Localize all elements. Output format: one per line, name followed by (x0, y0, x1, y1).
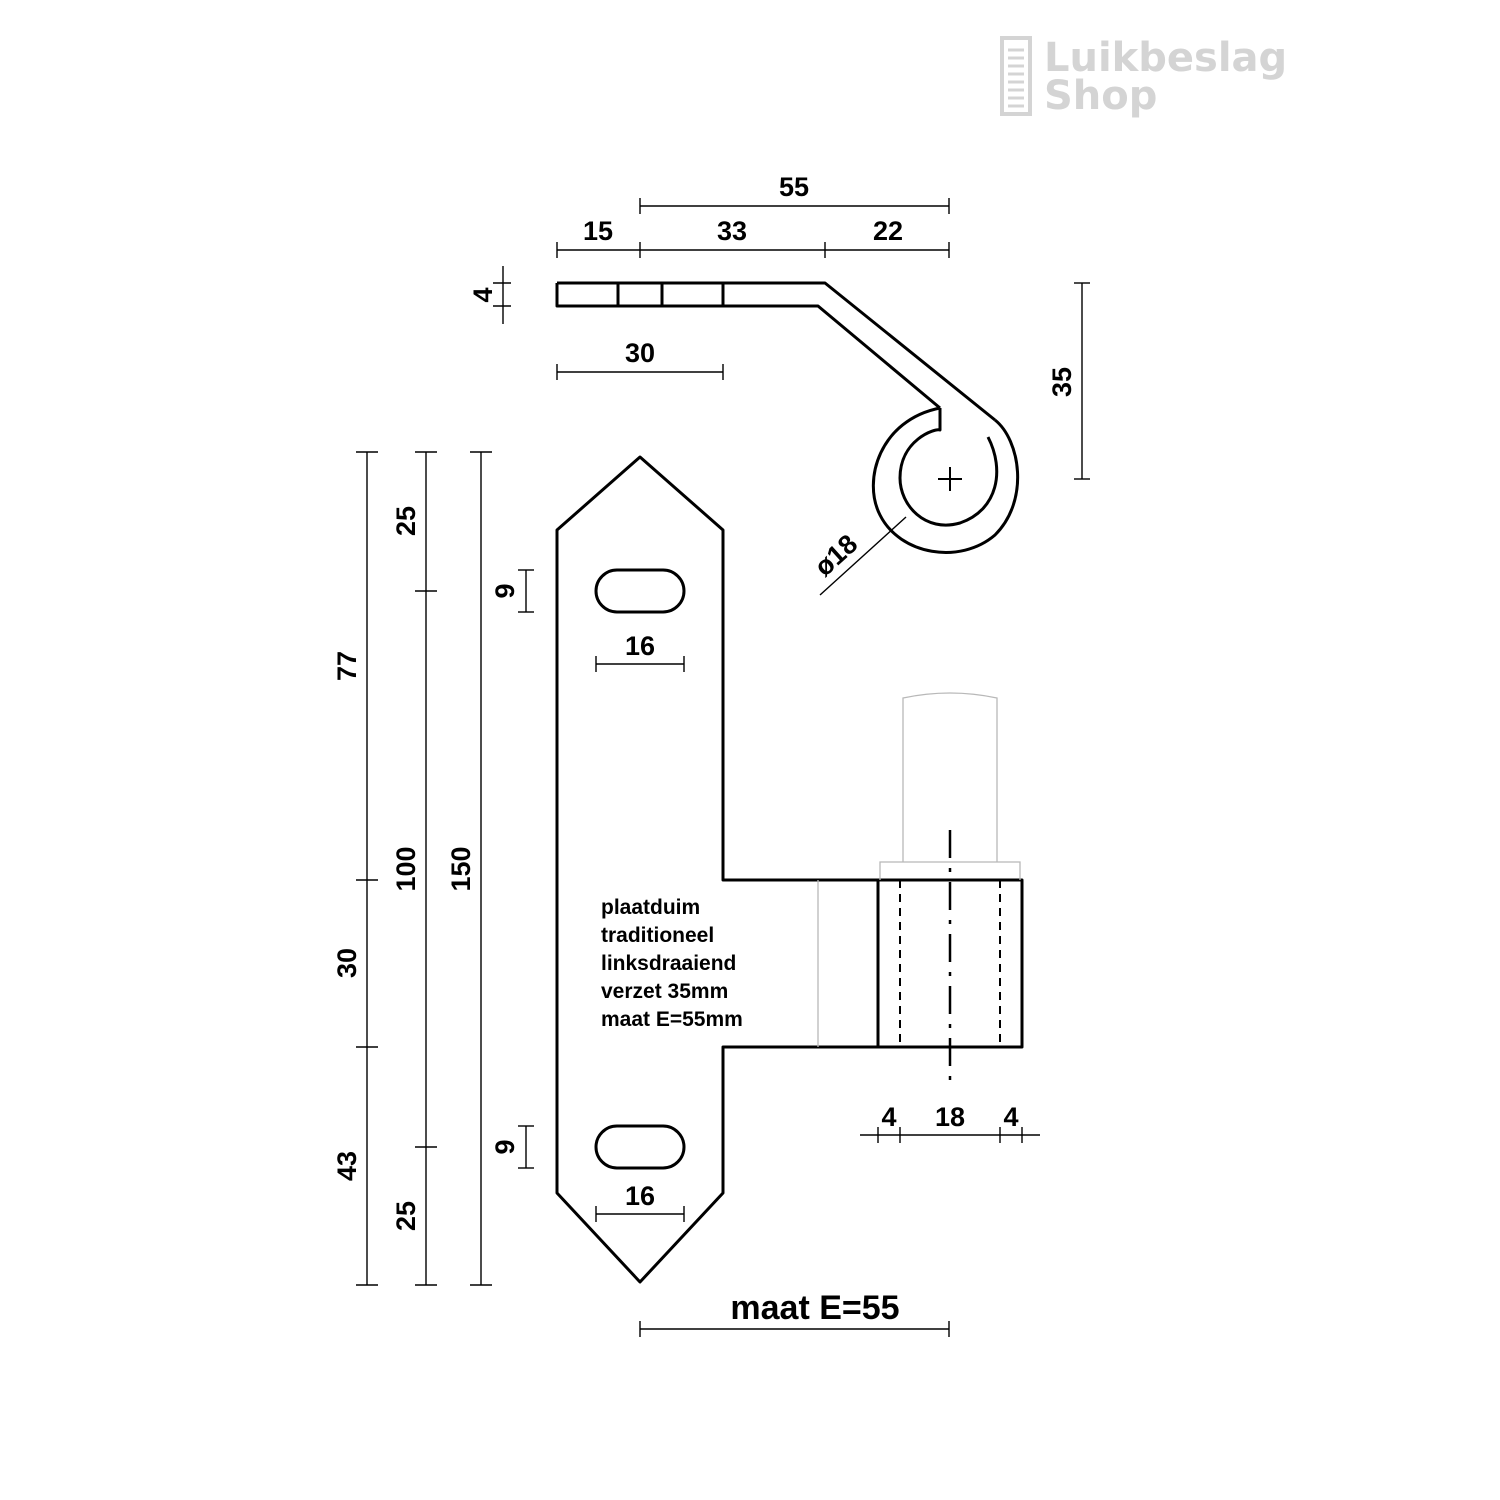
dim-top-hole: 25 (391, 506, 421, 536)
dim-middle: 33 (717, 216, 747, 246)
dim-bore: 18 (935, 1102, 965, 1132)
dim-upper: 77 (332, 651, 362, 681)
dim-right: 22 (873, 216, 903, 246)
dim-hole-span: 100 (391, 846, 421, 891)
svg-text:35: 35 (1047, 367, 1077, 397)
dim-segments: 15 33 22 (556, 216, 950, 258)
curl-outer (871, 406, 1019, 554)
top-view: 55 15 33 22 4 30 (468, 172, 1090, 596)
dim-left: 15 (583, 216, 613, 246)
description-line: maat E=55mm (601, 1008, 743, 1031)
pin-ghost-collar (879, 861, 1021, 880)
svg-text:150: 150 (446, 846, 476, 891)
dim-slot-top: 9 16 (490, 569, 685, 672)
svg-text:16: 16 (625, 1181, 655, 1211)
maat-label: maat E=55 (730, 1289, 899, 1327)
description-line: plaatduim (601, 896, 700, 919)
dim-total: 55 (639, 172, 950, 214)
description-line: verzet 35mm (601, 980, 728, 1003)
slot-bottom (594, 1124, 686, 1170)
brand-line-2: Shop (1044, 73, 1157, 119)
dim-chain-outer: 77 30 43 (332, 451, 378, 1286)
curl-inner (898, 408, 999, 527)
description-line: linksdraaiend (601, 952, 736, 975)
dim-height: 150 (446, 451, 492, 1286)
dim-diameter: ø18 (809, 516, 907, 596)
dim-flat: 30 (556, 338, 724, 380)
svg-text:55: 55 (779, 172, 809, 202)
dim-offset: 35 (1047, 282, 1090, 480)
dim-knuckle: 30 (332, 948, 362, 978)
brand-logo: Luikbeslag Shop (1000, 35, 1287, 119)
logo-icon (1000, 36, 1032, 116)
svg-text:16: 16 (625, 631, 655, 661)
pin-ghost (902, 692, 998, 862)
svg-text:9: 9 (490, 583, 520, 598)
dim-maat: maat E=55 (639, 1289, 950, 1337)
description-line: traditioneel (601, 924, 714, 947)
strip-outline (555, 281, 996, 422)
dim-wall-left: 4 (881, 1102, 896, 1132)
dim-slot-bottom: 9 16 (490, 1125, 685, 1222)
front-view: plaatduim traditioneel linksdraaiend ver… (332, 451, 1040, 1337)
svg-text:4: 4 (468, 287, 498, 302)
slot-top (594, 568, 686, 614)
dim-bottom-hole: 25 (391, 1201, 421, 1231)
dim-wall-right: 4 (1003, 1102, 1018, 1132)
plate-outline (555, 455, 1024, 1284)
dim-chain-holes: 25 100 25 (391, 451, 437, 1286)
dim-pin: 4 18 4 (860, 1102, 1040, 1143)
dim-thickness: 4 (468, 266, 511, 324)
svg-text:9: 9 (490, 1139, 520, 1154)
dim-lower: 43 (332, 1151, 362, 1181)
svg-text:30: 30 (625, 338, 655, 368)
brand-line-1: Luikbeslag (1044, 35, 1287, 81)
svg-text:ø18: ø18 (809, 529, 864, 582)
